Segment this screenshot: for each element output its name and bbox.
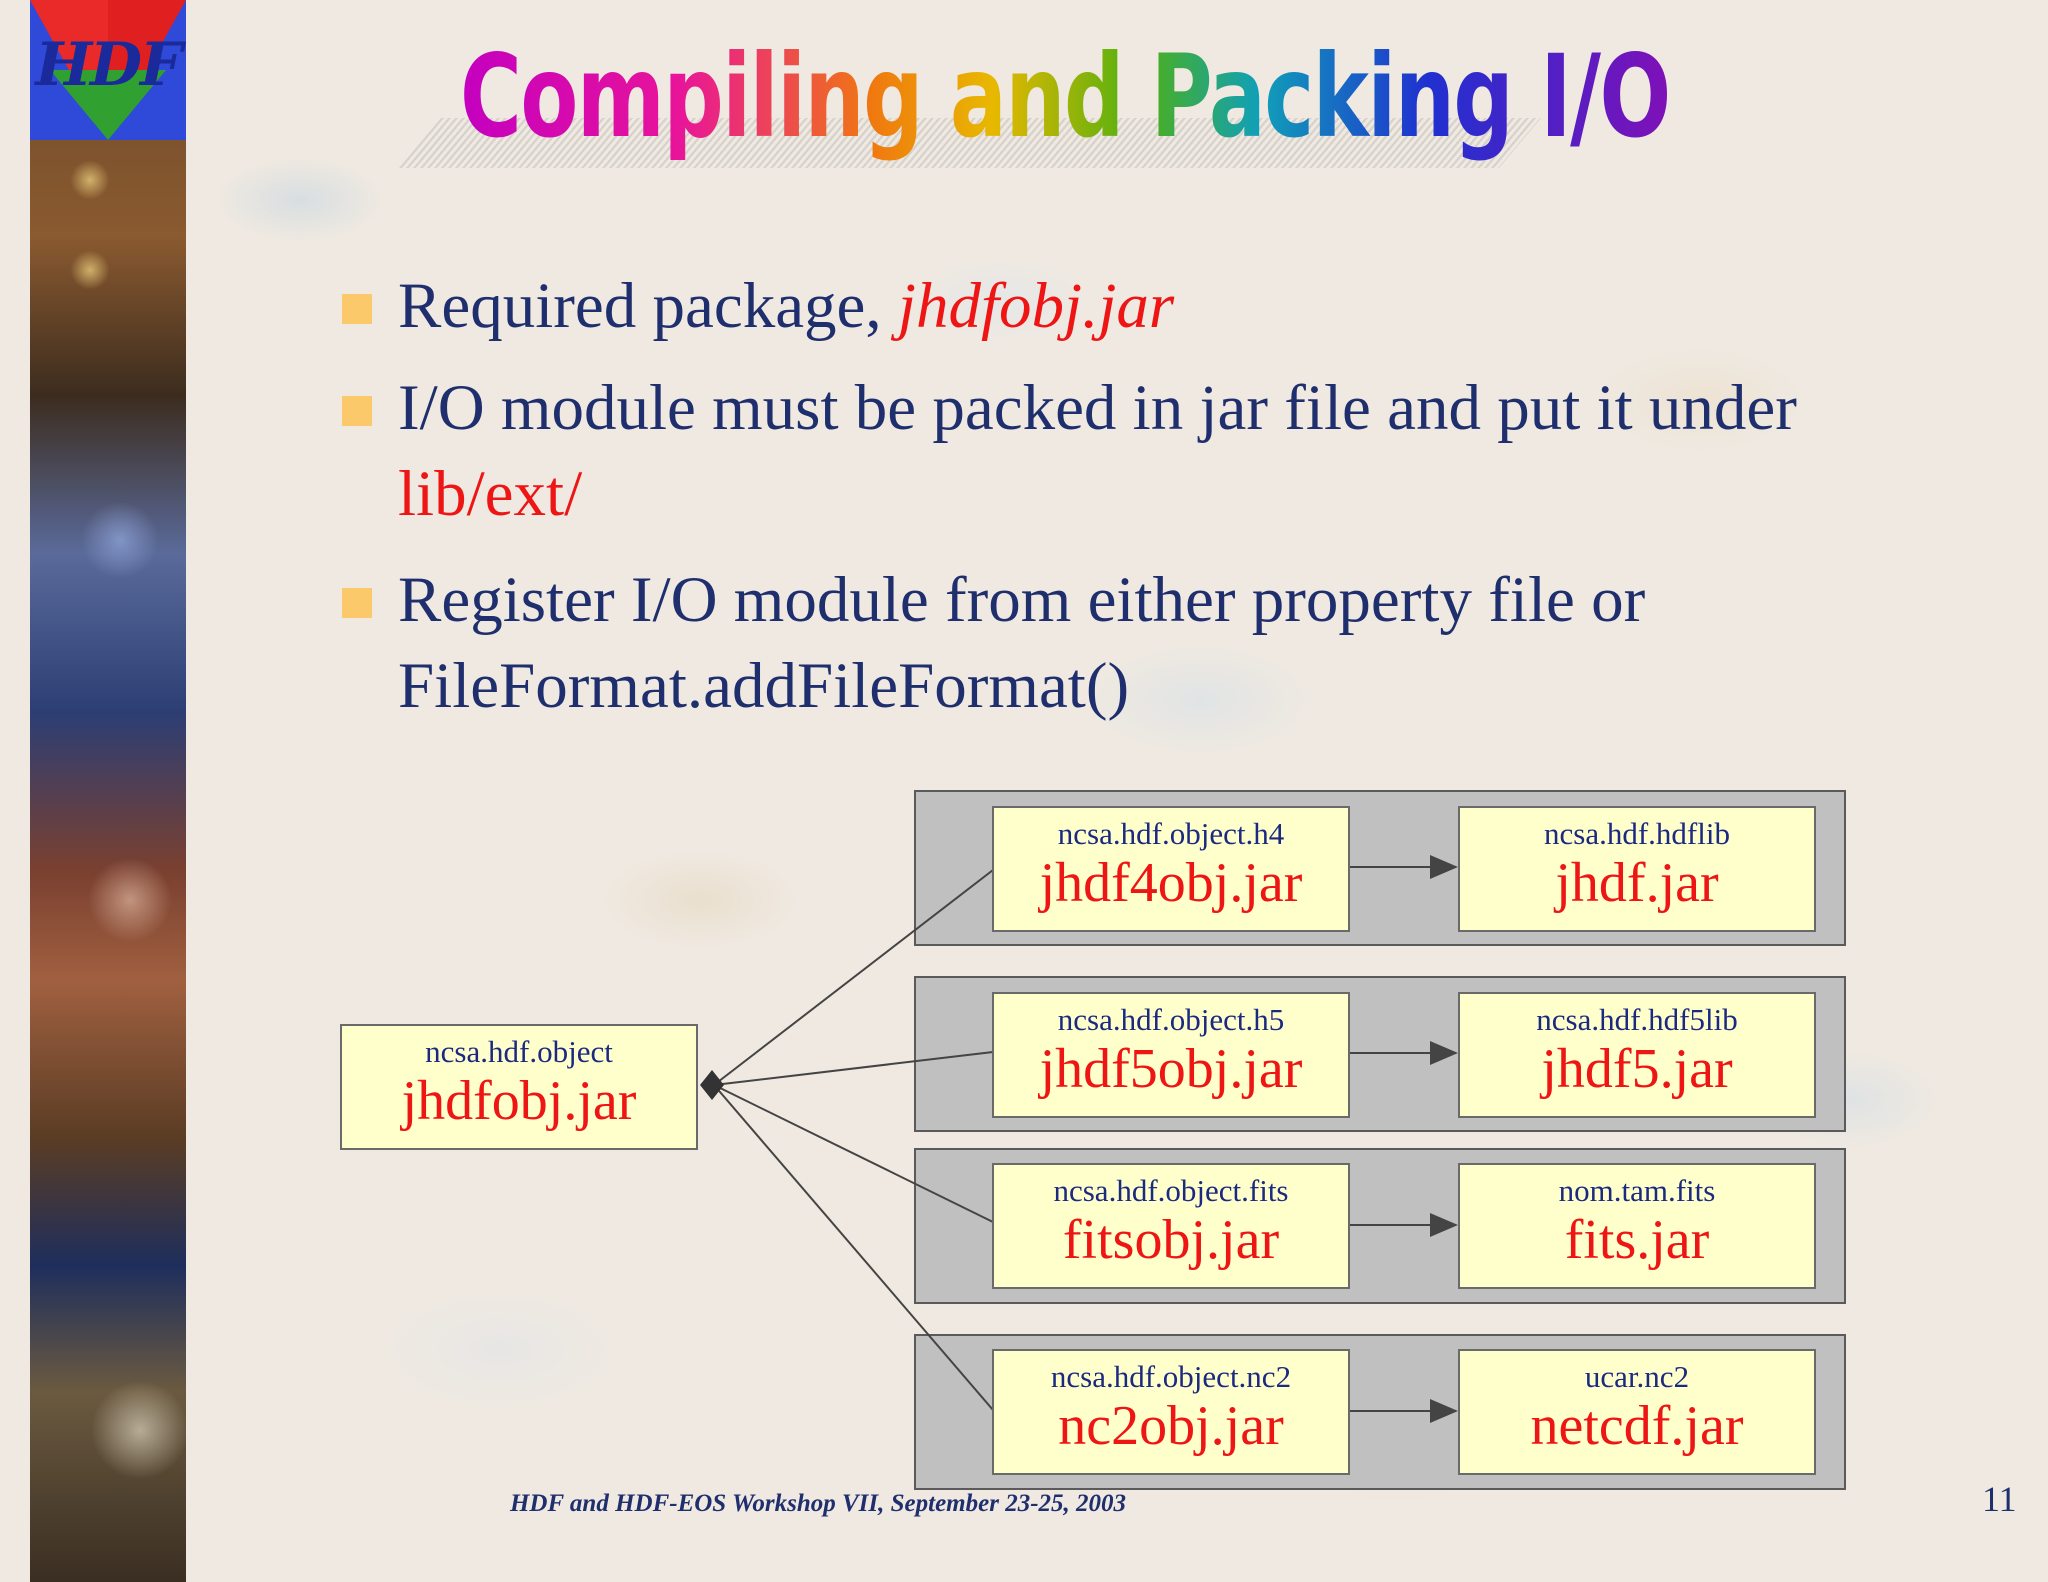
box-package: ucar.nc2 [1584, 1359, 1690, 1394]
bullet-marker [342, 588, 372, 618]
obj-box-fits: ncsa.hdf.object.fits fitsobj.jar [992, 1163, 1350, 1289]
bullet-2-highlight: lib/ext/ [398, 458, 583, 530]
bullet-marker [342, 294, 372, 324]
lib-box-h5: ncsa.hdf.hdf5lib jhdf5.jar [1458, 992, 1816, 1118]
box-jar: fits.jar [1564, 1209, 1710, 1271]
box-jar: jhdf5.jar [1541, 1038, 1733, 1100]
box-package: nom.tam.fits [1558, 1173, 1716, 1208]
bullet-3: Register I/O module from either property… [398, 557, 1645, 729]
box-package: ncsa.hdf.object.h4 [1057, 816, 1285, 851]
box-jar: jhdf.jar [1555, 852, 1719, 914]
lib-box-h4: ncsa.hdf.hdflib jhdf.jar [1458, 806, 1816, 932]
lib-box-fits: nom.tam.fits fits.jar [1458, 1163, 1816, 1289]
bullet-1-highlight: jhdfobj.jar [897, 270, 1175, 342]
box-jar: jhdfobj.jar [401, 1070, 637, 1132]
aggregation-diamond [700, 1070, 724, 1100]
hdf-logo: HDF [30, 0, 186, 140]
obj-box-nc2: ncsa.hdf.object.nc2 nc2obj.jar [992, 1349, 1350, 1475]
bullet-2: I/O module must be packed in jar file an… [398, 365, 1797, 537]
box-jar: jhdf5obj.jar [1039, 1038, 1303, 1100]
root-box: ncsa.hdf.object jhdfobj.jar [340, 1024, 698, 1150]
box-package: ncsa.hdf.hdflib [1544, 816, 1730, 851]
bullet-3-line1: Register I/O module from either property… [398, 564, 1646, 636]
box-jar: fitsobj.jar [1062, 1209, 1280, 1271]
obj-box-h5: ncsa.hdf.object.h5 jhdf5obj.jar [992, 992, 1350, 1118]
box-package: ncsa.hdf.object.fits [1053, 1173, 1289, 1208]
box-jar: netcdf.jar [1530, 1395, 1744, 1457]
obj-box-h4: ncsa.hdf.object.h4 jhdf4obj.jar [992, 806, 1350, 932]
lib-box-nc2: ucar.nc2 netcdf.jar [1458, 1349, 1816, 1475]
bullet-1: Required package, jhdfobj.jar [398, 263, 1174, 349]
decorative-side-image [30, 0, 186, 1582]
bullet-1-text: Required package, [398, 270, 898, 342]
bullet-3-line2: FileFormat.addFileFormat() [398, 650, 1130, 722]
box-package: ncsa.hdf.object [425, 1034, 613, 1069]
bullet-marker [342, 396, 372, 426]
page-number: 11 [1982, 1479, 2017, 1519]
logo-text: HDF [35, 30, 182, 100]
box-package: ncsa.hdf.object.h5 [1057, 1002, 1285, 1037]
box-jar: jhdf4obj.jar [1039, 852, 1303, 914]
bullet-2-line1: I/O module must be packed in jar file an… [398, 372, 1797, 444]
slide-title: Compiling and Packing I/O [460, 30, 1671, 163]
logo-triangle-graphic [30, 0, 186, 140]
box-package: ncsa.hdf.hdf5lib [1536, 1002, 1738, 1037]
slide-footer: HDF and HDF-EOS Workshop VII, September … [509, 1490, 1127, 1517]
box-package: ncsa.hdf.object.nc2 [1050, 1359, 1292, 1394]
box-jar: nc2obj.jar [1058, 1395, 1284, 1457]
